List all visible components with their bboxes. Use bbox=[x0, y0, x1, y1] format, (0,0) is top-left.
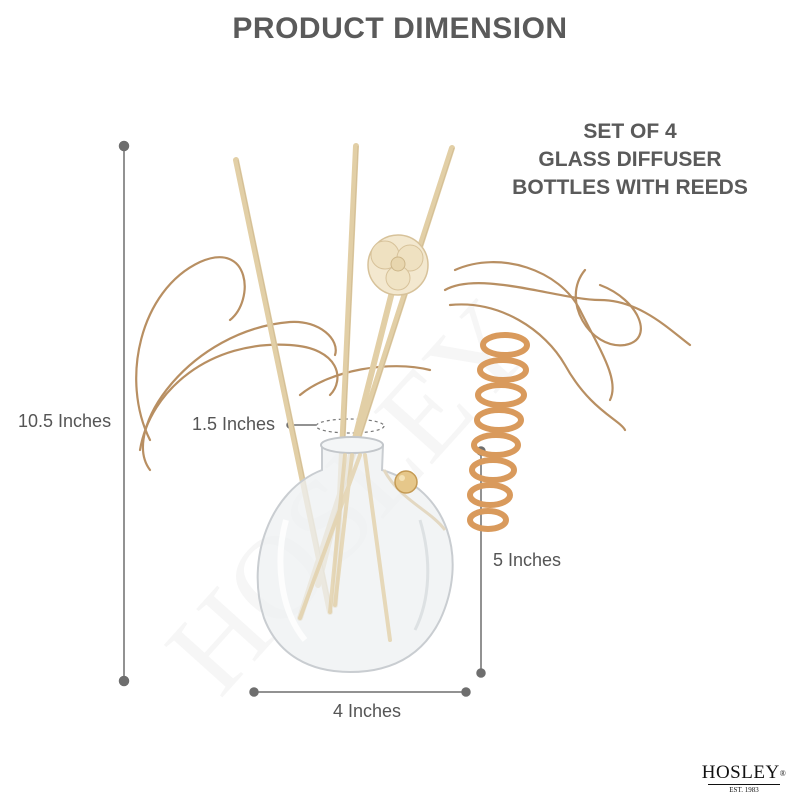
set-line-2: GLASS DIFFUSER bbox=[538, 148, 722, 171]
product-set-description: SET OF 4 GLASS DIFFUSER BOTTLES WITH REE… bbox=[490, 118, 770, 202]
glass-bottle bbox=[256, 436, 454, 674]
neck-dashed-ellipse bbox=[315, 418, 385, 434]
curly-reeds bbox=[135, 256, 692, 472]
coiled-reed bbox=[467, 332, 530, 532]
bottle-height-label: 5 Inches bbox=[493, 550, 562, 570]
width-label: 4 Inches bbox=[333, 701, 402, 721]
sola-flower bbox=[367, 234, 429, 296]
wooden-bead bbox=[382, 469, 447, 531]
registered-mark: ® bbox=[779, 769, 787, 778]
set-line-3: BOTTLES WITH REEDS bbox=[512, 176, 748, 199]
width-dimension-line bbox=[249, 687, 471, 697]
height-label: 10.5 Inches bbox=[18, 411, 112, 431]
brand-name: HOSLEY bbox=[701, 762, 780, 783]
set-line-1: SET OF 4 bbox=[583, 120, 677, 143]
page-title: PRODUCT DIMENSION bbox=[232, 12, 568, 45]
brand-logo: HOSLEY® EST. 1983 bbox=[696, 762, 792, 795]
neck-label: 1.5 Inches bbox=[192, 414, 276, 434]
brand-est: EST. 1983 bbox=[708, 784, 780, 794]
height-dimension-line bbox=[118, 140, 130, 687]
